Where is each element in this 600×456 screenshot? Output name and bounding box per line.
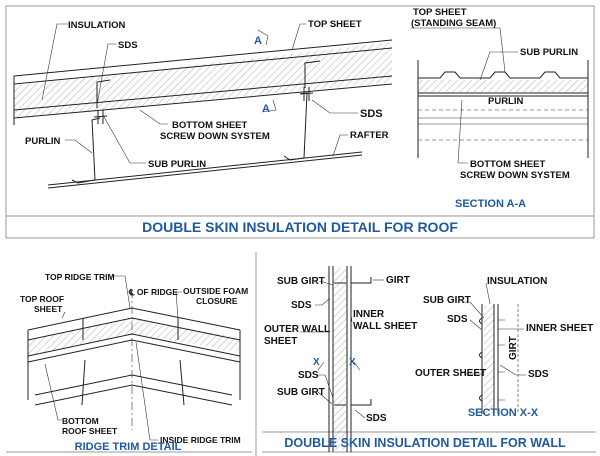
label-xx-insulation: INSULATION <box>487 276 547 287</box>
label-top-sheet: TOP SHEET <box>308 19 362 30</box>
label-sds-right: SDS <box>360 108 383 120</box>
section-cut-marker-bottom <box>261 99 277 113</box>
label-outside-foam: OUTSIDE FOAM <box>183 286 248 296</box>
label-outer-sheet: SHEET <box>264 336 297 347</box>
label-screw-down-system: SCREW DOWN SYSTEM <box>160 131 270 142</box>
section-cut-marker-top <box>257 29 269 46</box>
roof-insulation-hatch <box>14 42 392 118</box>
label-inner: INNER <box>353 309 385 320</box>
label-inside-ridge-trim: INSIDE RIDGE TRIM <box>160 435 241 445</box>
label-top-ridge-trim: TOP RIDGE TRIM <box>45 272 115 282</box>
label-bottom: BOTTOM <box>62 416 99 426</box>
section-mark-x-right: X <box>349 357 356 368</box>
section-mark-x-left: X <box>313 357 320 368</box>
section-aa-title: SECTION A-A <box>455 198 526 210</box>
label-closure: CLOSURE <box>196 296 238 306</box>
label-sub-girt-bottom: SUB GIRT <box>277 387 325 398</box>
label-roof-sheet: ROOF SHEET <box>62 426 118 436</box>
label-sds-2: SDS <box>298 370 319 381</box>
label-centerline-of-ridge: ℄ OF RIDGE <box>128 287 178 297</box>
label-aa-top-sheet: TOP SHEET <box>413 7 467 18</box>
section-xx-title: SECTION X-X <box>468 407 539 419</box>
label-purlin: PURLIN <box>25 136 61 147</box>
ridge-trim-panel <box>6 252 257 456</box>
label-aa-bottom-sheet: BOTTOM SHEET <box>470 159 545 170</box>
roof-detail-title: DOUBLE SKIN INSULATION DETAIL FOR ROOF <box>142 219 458 235</box>
label-rafter: RAFTER <box>350 130 389 141</box>
section-aa-drawing <box>411 27 589 164</box>
label-sds-1: SDS <box>291 300 312 311</box>
rafter <box>47 151 363 186</box>
label-aa-screw-down-system: SCREW DOWN SYSTEM <box>460 170 570 181</box>
section-mark-a-bottom: A <box>262 103 270 115</box>
section-mark-a-top: A <box>254 35 262 47</box>
label-aa-sub-purlin: SUB PURLIN <box>520 47 578 58</box>
roof-frame <box>5 5 595 239</box>
label-xx-sds-right: SDS <box>528 369 549 380</box>
purlin-right <box>283 92 308 161</box>
label-sub-girt-top: SUB GIRT <box>277 276 325 287</box>
label-sub-purlin: SUB PURLIN <box>148 159 206 170</box>
label-outer-wall: OUTER WALL <box>264 324 330 335</box>
label-aa-purlin: PURLIN <box>488 96 524 107</box>
label-aa-standing-seam: (STANDING SEAM) <box>411 18 496 29</box>
label-insulation: INSULATION <box>68 20 125 31</box>
label-xx-girt: GIRT <box>508 336 519 360</box>
roof-detail-panel: INSULATION SDS TOP SHEET A A SDS BOTTOM … <box>5 5 595 239</box>
wall-detail-panel <box>262 266 596 453</box>
label-xx-inner-sheet: INNER SHEET <box>526 323 593 334</box>
wall-detail-title: DOUBLE SKIN INSULATION DETAIL FOR WALL <box>284 436 566 450</box>
label-xx-outer-sheet: OUTER SHEET <box>415 368 486 379</box>
label-sds: SDS <box>118 40 138 51</box>
label-wall-sheet: WALL SHEET <box>353 321 417 332</box>
label-top-roof: TOP ROOF <box>20 294 64 304</box>
label-sheet: SHEET <box>34 304 63 314</box>
label-xx-sds-left: SDS <box>447 314 468 325</box>
label-bottom-sheet: BOTTOM SHEET <box>172 120 247 131</box>
label-girt: GIRT <box>386 275 410 286</box>
roof-panel-drawing <box>13 23 393 189</box>
purlin-left <box>71 117 101 184</box>
label-xx-sub-girt: SUB GIRT <box>423 295 471 306</box>
ridge-trim-title: RIDGE TRIM DETAIL <box>75 441 182 453</box>
label-sds-3: SDS <box>366 413 387 424</box>
